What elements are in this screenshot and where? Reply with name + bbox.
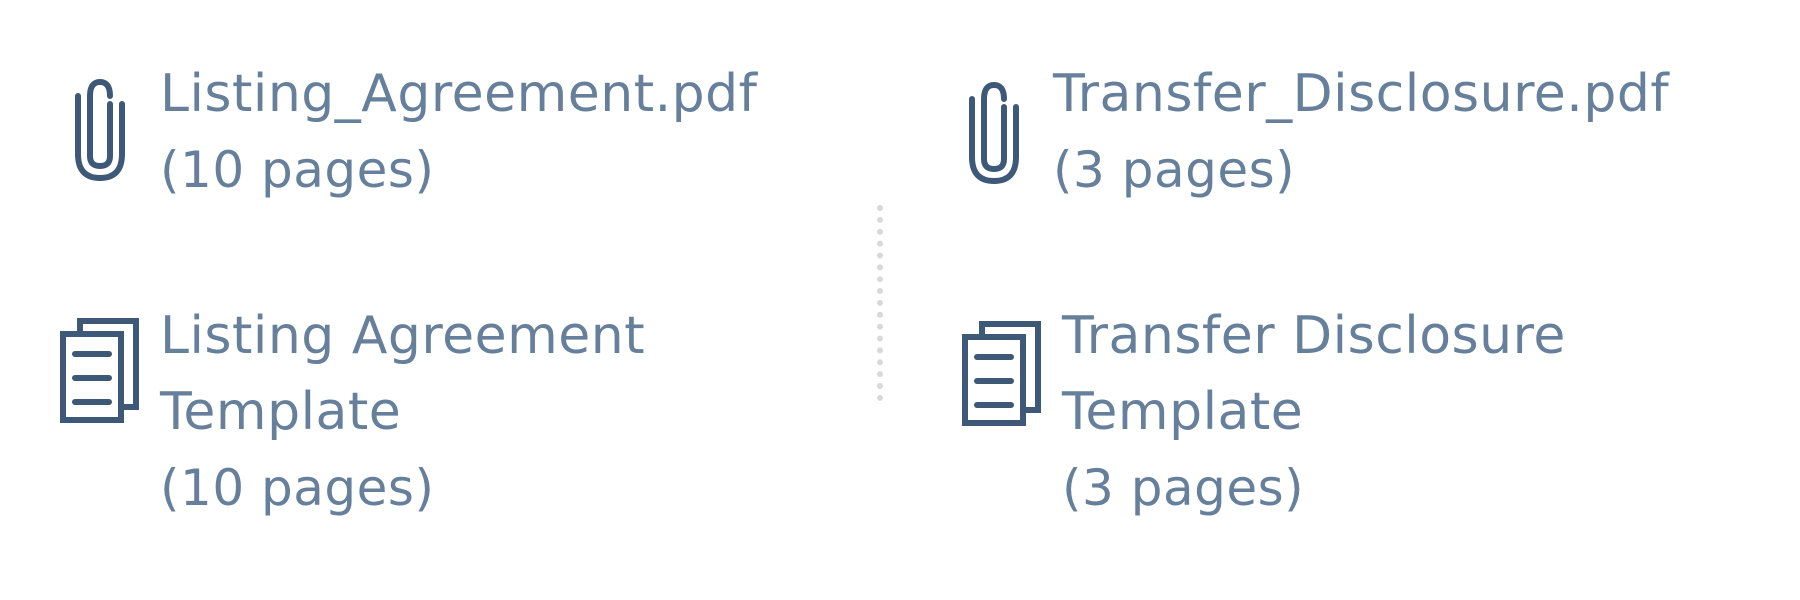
attachment-page-count: (10 pages) [160,141,435,199]
template-title-line-1[interactable]: Listing Agreement [160,306,646,366]
template-title-line-1[interactable]: Transfer Disclosure [1062,306,1566,366]
documents-icon [962,321,1042,431]
attachment-file-name[interactable]: Listing_Agreement.pdf [160,64,758,124]
paperclip-icon [72,74,128,188]
attachment-file-name[interactable]: Transfer_Disclosure.pdf [1053,64,1670,124]
template-title-line-2[interactable]: Template [160,382,402,442]
template-page-count: (3 pages) [1062,459,1305,517]
column-divider [877,205,883,401]
template-page-count: (10 pages) [160,459,435,517]
template-title-line-2[interactable]: Template [1062,382,1304,442]
paperclip-icon [966,77,1022,191]
attachment-page-count: (3 pages) [1053,141,1296,199]
documents-icon [60,318,140,428]
